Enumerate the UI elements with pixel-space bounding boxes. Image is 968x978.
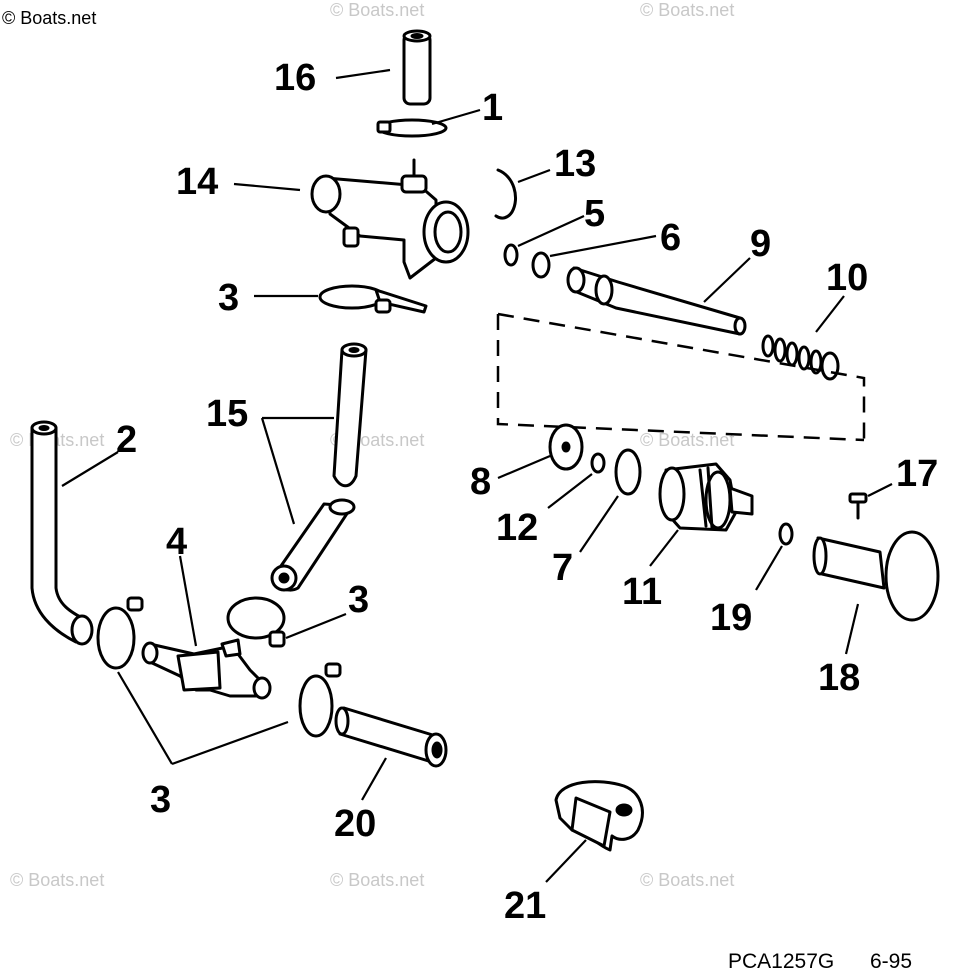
part-4-tee <box>141 638 272 700</box>
callout-19: 19 <box>710 597 752 639</box>
part-18-knob <box>812 530 940 622</box>
callout-20: 20 <box>334 803 376 845</box>
leader-lines <box>61 68 893 883</box>
callout-3: 3 <box>150 779 171 821</box>
part-3-clamp-lower <box>298 662 342 738</box>
part-15-hose <box>270 342 368 592</box>
callout-16: 16 <box>274 57 316 99</box>
part-3-clamp-upper <box>318 284 428 314</box>
part-17-screw <box>848 492 868 520</box>
watermark-main: © Boats.net <box>2 8 96 28</box>
callout-10: 10 <box>826 257 868 299</box>
part-16-hose <box>402 29 432 106</box>
assembly-group-box <box>496 312 866 442</box>
drawing-code: PCA1257G <box>728 950 834 973</box>
callout-15: 15 <box>206 393 248 435</box>
callout-7: 7 <box>552 547 573 589</box>
part-1-clamp <box>376 118 448 138</box>
callout-2: 2 <box>116 419 137 461</box>
part-6-o-ring <box>531 251 551 279</box>
part-3-clamp-center <box>226 596 286 648</box>
callout-13: 13 <box>554 143 596 185</box>
part-20-hose <box>334 706 448 768</box>
watermark-faint: © Boats.net <box>640 870 734 890</box>
callout-12: 12 <box>496 507 538 549</box>
part-9-plunger <box>566 266 747 336</box>
callout-3: 3 <box>348 579 369 621</box>
callout-6: 6 <box>660 217 681 259</box>
callout-18: 18 <box>818 657 860 699</box>
part-12-o-ring <box>590 452 606 474</box>
callout-1: 1 <box>482 87 503 129</box>
callout-4: 4 <box>166 521 187 563</box>
callout-3: 3 <box>218 277 239 319</box>
part-19-o-ring <box>778 522 794 546</box>
callout-17: 17 <box>896 453 938 495</box>
watermark-faint: © Boats.net <box>330 870 424 890</box>
part-14-fitting <box>310 158 470 280</box>
part-2-tube <box>30 420 94 646</box>
part-13-circlip <box>494 168 517 220</box>
part-21-clip <box>554 780 644 852</box>
part-3-clamp-left <box>96 596 144 670</box>
date-code: 6-95 <box>870 950 912 973</box>
callout-8: 8 <box>470 461 491 503</box>
part-10-spring <box>761 334 840 381</box>
watermark-faint: © Boats.net <box>640 0 734 20</box>
callout-21: 21 <box>504 885 546 927</box>
part-5-o-ring <box>503 243 519 267</box>
callout-5: 5 <box>584 193 605 235</box>
watermark-faint: © Boats.net <box>10 870 104 890</box>
watermark-faint: © Boats.net <box>330 0 424 20</box>
watermark-faint: © Boats.net <box>640 430 734 450</box>
part-11-valve <box>658 462 754 532</box>
callout-11: 11 <box>622 571 662 613</box>
part-7-o-ring <box>614 448 642 496</box>
part-8-washer <box>548 423 584 471</box>
callout-9: 9 <box>750 223 771 265</box>
callout-14: 14 <box>176 161 218 203</box>
